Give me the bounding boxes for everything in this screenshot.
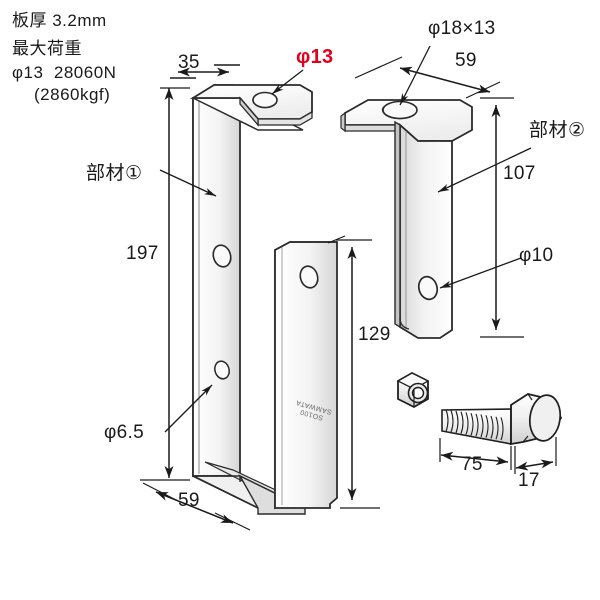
dim-bolt-head-17: 17 — [518, 470, 540, 491]
dimension-lines — [140, 45, 557, 531]
dim-height-107: 107 — [503, 163, 536, 184]
part-2-vertical-leg — [399, 122, 453, 339]
dim-hole-phi13: φ13 — [296, 46, 334, 68]
part-1-right-leg — [274, 240, 338, 510]
hex-bolt — [441, 393, 563, 446]
part-1-front-face — [192, 96, 241, 477]
dim-top-width-35: 35 — [178, 52, 200, 73]
spec-title-block: 板厚 3.2mm 最大荷重 φ13 28060N (2860kgf) — [12, 10, 116, 105]
max-load-label: 最大荷重 — [12, 39, 82, 59]
dim-slot-phi18x13: φ18×13 — [428, 18, 496, 39]
dim-bolt-length-75: 75 — [461, 454, 483, 475]
dim-height-197: 197 — [126, 243, 159, 264]
dim-width-59-part1: 59 — [178, 490, 200, 511]
part-1-u-channel — [189, 83, 338, 515]
plate-thickness-label: 板厚 3.2mm — [12, 11, 107, 30]
max-load-value: φ13 28060N — [12, 62, 117, 82]
label-part-1: 部材① — [86, 163, 143, 184]
part-2-l-angle — [340, 99, 473, 339]
label-part-2: 部材② — [529, 120, 586, 141]
dim-height-129: 129 — [358, 324, 391, 345]
dim-width-59-part2: 59 — [455, 50, 477, 71]
dim-hole-phi6-5: φ6.5 — [104, 422, 144, 443]
hex-nut — [396, 372, 430, 408]
dim-hole-phi10: φ10 — [519, 245, 554, 266]
part-1-left-leg-holes — [212, 244, 232, 380]
max-load-kgf: (2860kgf) — [34, 84, 111, 104]
